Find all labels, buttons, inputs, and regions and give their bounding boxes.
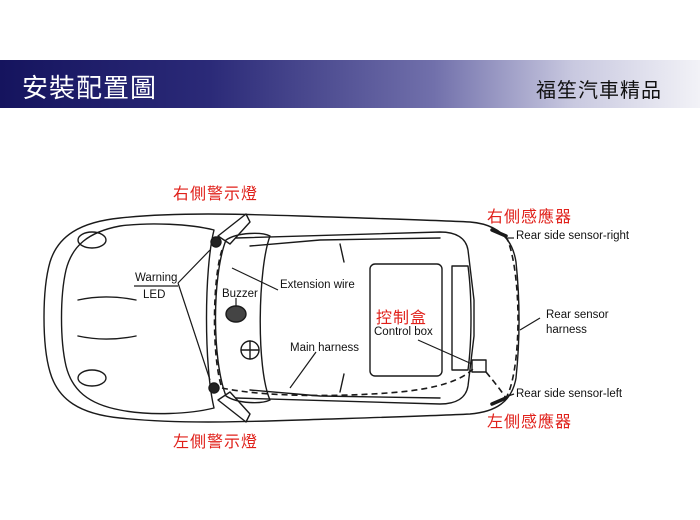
rear-sensor-label: Rear sensor xyxy=(546,309,609,321)
buzzer-label: Buzzer xyxy=(222,288,258,300)
rear-left-sensor xyxy=(490,396,508,406)
left-mirror xyxy=(217,391,251,423)
brand-name: 福笙汽車精品 xyxy=(536,78,662,102)
windshield xyxy=(214,232,271,404)
sunroof xyxy=(369,263,443,377)
rear-harness-path xyxy=(505,235,519,399)
cabin-outline xyxy=(235,231,475,405)
led-leader xyxy=(177,249,211,381)
extension-wire-label: Extension wire xyxy=(280,279,355,291)
rear-right-sensor xyxy=(490,228,508,238)
hood-outline xyxy=(60,223,215,415)
extension-wire-path xyxy=(213,249,223,389)
led-label: LED xyxy=(143,289,166,301)
main-harness-path xyxy=(221,367,475,397)
right-warning-light-label: 右側警示燈 xyxy=(173,184,259,203)
left-warning-light-label: 左側警示燈 xyxy=(173,432,259,451)
left-sensor-label: 左側感應器 xyxy=(487,412,573,431)
right-warning-led xyxy=(210,236,222,248)
main-harness-leader xyxy=(289,351,317,389)
rear-harness-label: harness xyxy=(546,324,587,336)
rear-window xyxy=(451,265,472,371)
control-box-cn-label: 控制盒 xyxy=(376,308,428,327)
rear-harness-leader xyxy=(519,317,541,331)
title-banner: 安裝配置圖 福笙汽車精品 xyxy=(0,60,700,108)
left-warning-led xyxy=(208,382,220,394)
page-title: 安裝配置圖 xyxy=(22,74,158,104)
warning-label: Warning xyxy=(135,272,178,284)
left-headlight xyxy=(77,369,107,387)
rear-side-sensor-left-label: Rear side sensor-left xyxy=(516,388,623,400)
right-mirror xyxy=(217,213,251,245)
car-body-outline xyxy=(43,213,520,423)
sensor-left-leader xyxy=(507,393,515,397)
rear-side-sensor-right-label: Rear side sensor-right xyxy=(516,230,630,242)
extension-leader xyxy=(231,267,279,291)
right-headlight xyxy=(77,231,107,249)
control-box-label: Control box xyxy=(374,326,433,338)
buzzer-device xyxy=(225,305,247,323)
control-box-device xyxy=(471,359,487,373)
right-sensor-label: 右側感應器 xyxy=(487,207,573,226)
main-harness-label: Main harness xyxy=(290,342,360,354)
control-box-leader xyxy=(417,339,473,365)
